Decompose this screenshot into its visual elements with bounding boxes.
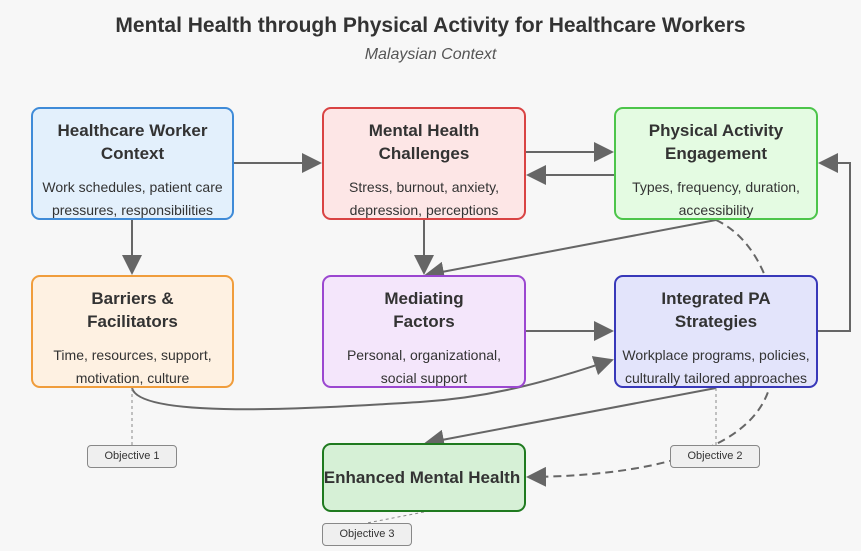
node-barriers-facilitators: Barriers & Facilitators Time, resources, …	[31, 275, 234, 388]
node-title-line: Healthcare Worker	[57, 121, 208, 140]
node-integrated-pa-strategies: Integrated PA Strategies Workplace progra…	[614, 275, 818, 388]
objective-2-label: Objective 2	[670, 445, 760, 468]
node-title-line: Mediating	[384, 289, 464, 308]
node-desc-line: Personal, organizational,	[346, 347, 502, 363]
node-title: Enhanced Mental Health	[323, 468, 521, 487]
node-enhanced-mental-health: Enhanced Mental Health	[322, 443, 526, 512]
node-title-line: Facilitators	[87, 312, 178, 331]
node-title-line: Factors	[393, 312, 455, 331]
diagram-title: Mental Health through Physical Activity …	[115, 14, 746, 37]
node-desc-line: Work schedules, patient care	[42, 179, 223, 195]
objective-3-connector	[366, 511, 425, 524]
arrow-strategies-to-engagement	[818, 153, 851, 332]
node-description: Stress, burnout, anxiety, depression, per…	[324, 176, 524, 221]
node-title: Barriers & Facilitators	[33, 277, 232, 333]
node-description: Types, frequency, duration, accessibility	[616, 176, 816, 221]
arrow-engagement-to-mediating	[424, 219, 717, 282]
arrow-strategies-to-outcome	[424, 387, 717, 450]
node-desc-line: Types, frequency, duration,	[632, 179, 800, 195]
node-title-line: Challenges	[378, 144, 470, 163]
node-description: Time, resources, support, motivation, cul…	[33, 344, 232, 389]
node-desc-line: motivation, culture	[75, 369, 190, 386]
node-desc-line: accessibility	[678, 201, 754, 218]
objective-1-label: Objective 1	[87, 445, 177, 468]
node-description: Work schedules, patient care pressures, r…	[33, 176, 232, 221]
node-title-line: Physical Activity	[648, 121, 784, 140]
node-desc-line: Time, resources, support,	[53, 347, 212, 363]
node-title-line: Engagement	[664, 144, 768, 163]
dashed-engagement-to-outcome	[526, 219, 778, 487]
node-desc-line: culturally tailored approaches	[624, 369, 808, 386]
node-desc-line: Stress, burnout, anxiety,	[349, 179, 499, 195]
node-desc-line: depression, perceptions	[349, 201, 499, 218]
node-desc-line: pressures, responsibilities	[51, 201, 214, 218]
node-title-line: Context	[100, 144, 165, 163]
objective-3-label: Objective 3	[322, 523, 412, 546]
node-title: Integrated PA Strategies	[616, 277, 816, 333]
node-title-line: Integrated PA	[661, 289, 771, 308]
arrow-barriers-to-strategies	[131, 356, 614, 411]
diagram-subtitle: Malaysian Context	[364, 46, 497, 63]
node-title-line: Mental Health	[368, 121, 480, 140]
node-description: Workplace programs, policies, culturally …	[616, 344, 816, 389]
node-desc-line: Workplace programs, policies,	[622, 347, 810, 363]
node-desc-line: social support	[380, 369, 468, 386]
node-title-line: Barriers &	[91, 289, 174, 308]
node-title-line: Strategies	[674, 312, 758, 331]
node-description: Personal, organizational, social support	[324, 344, 524, 389]
